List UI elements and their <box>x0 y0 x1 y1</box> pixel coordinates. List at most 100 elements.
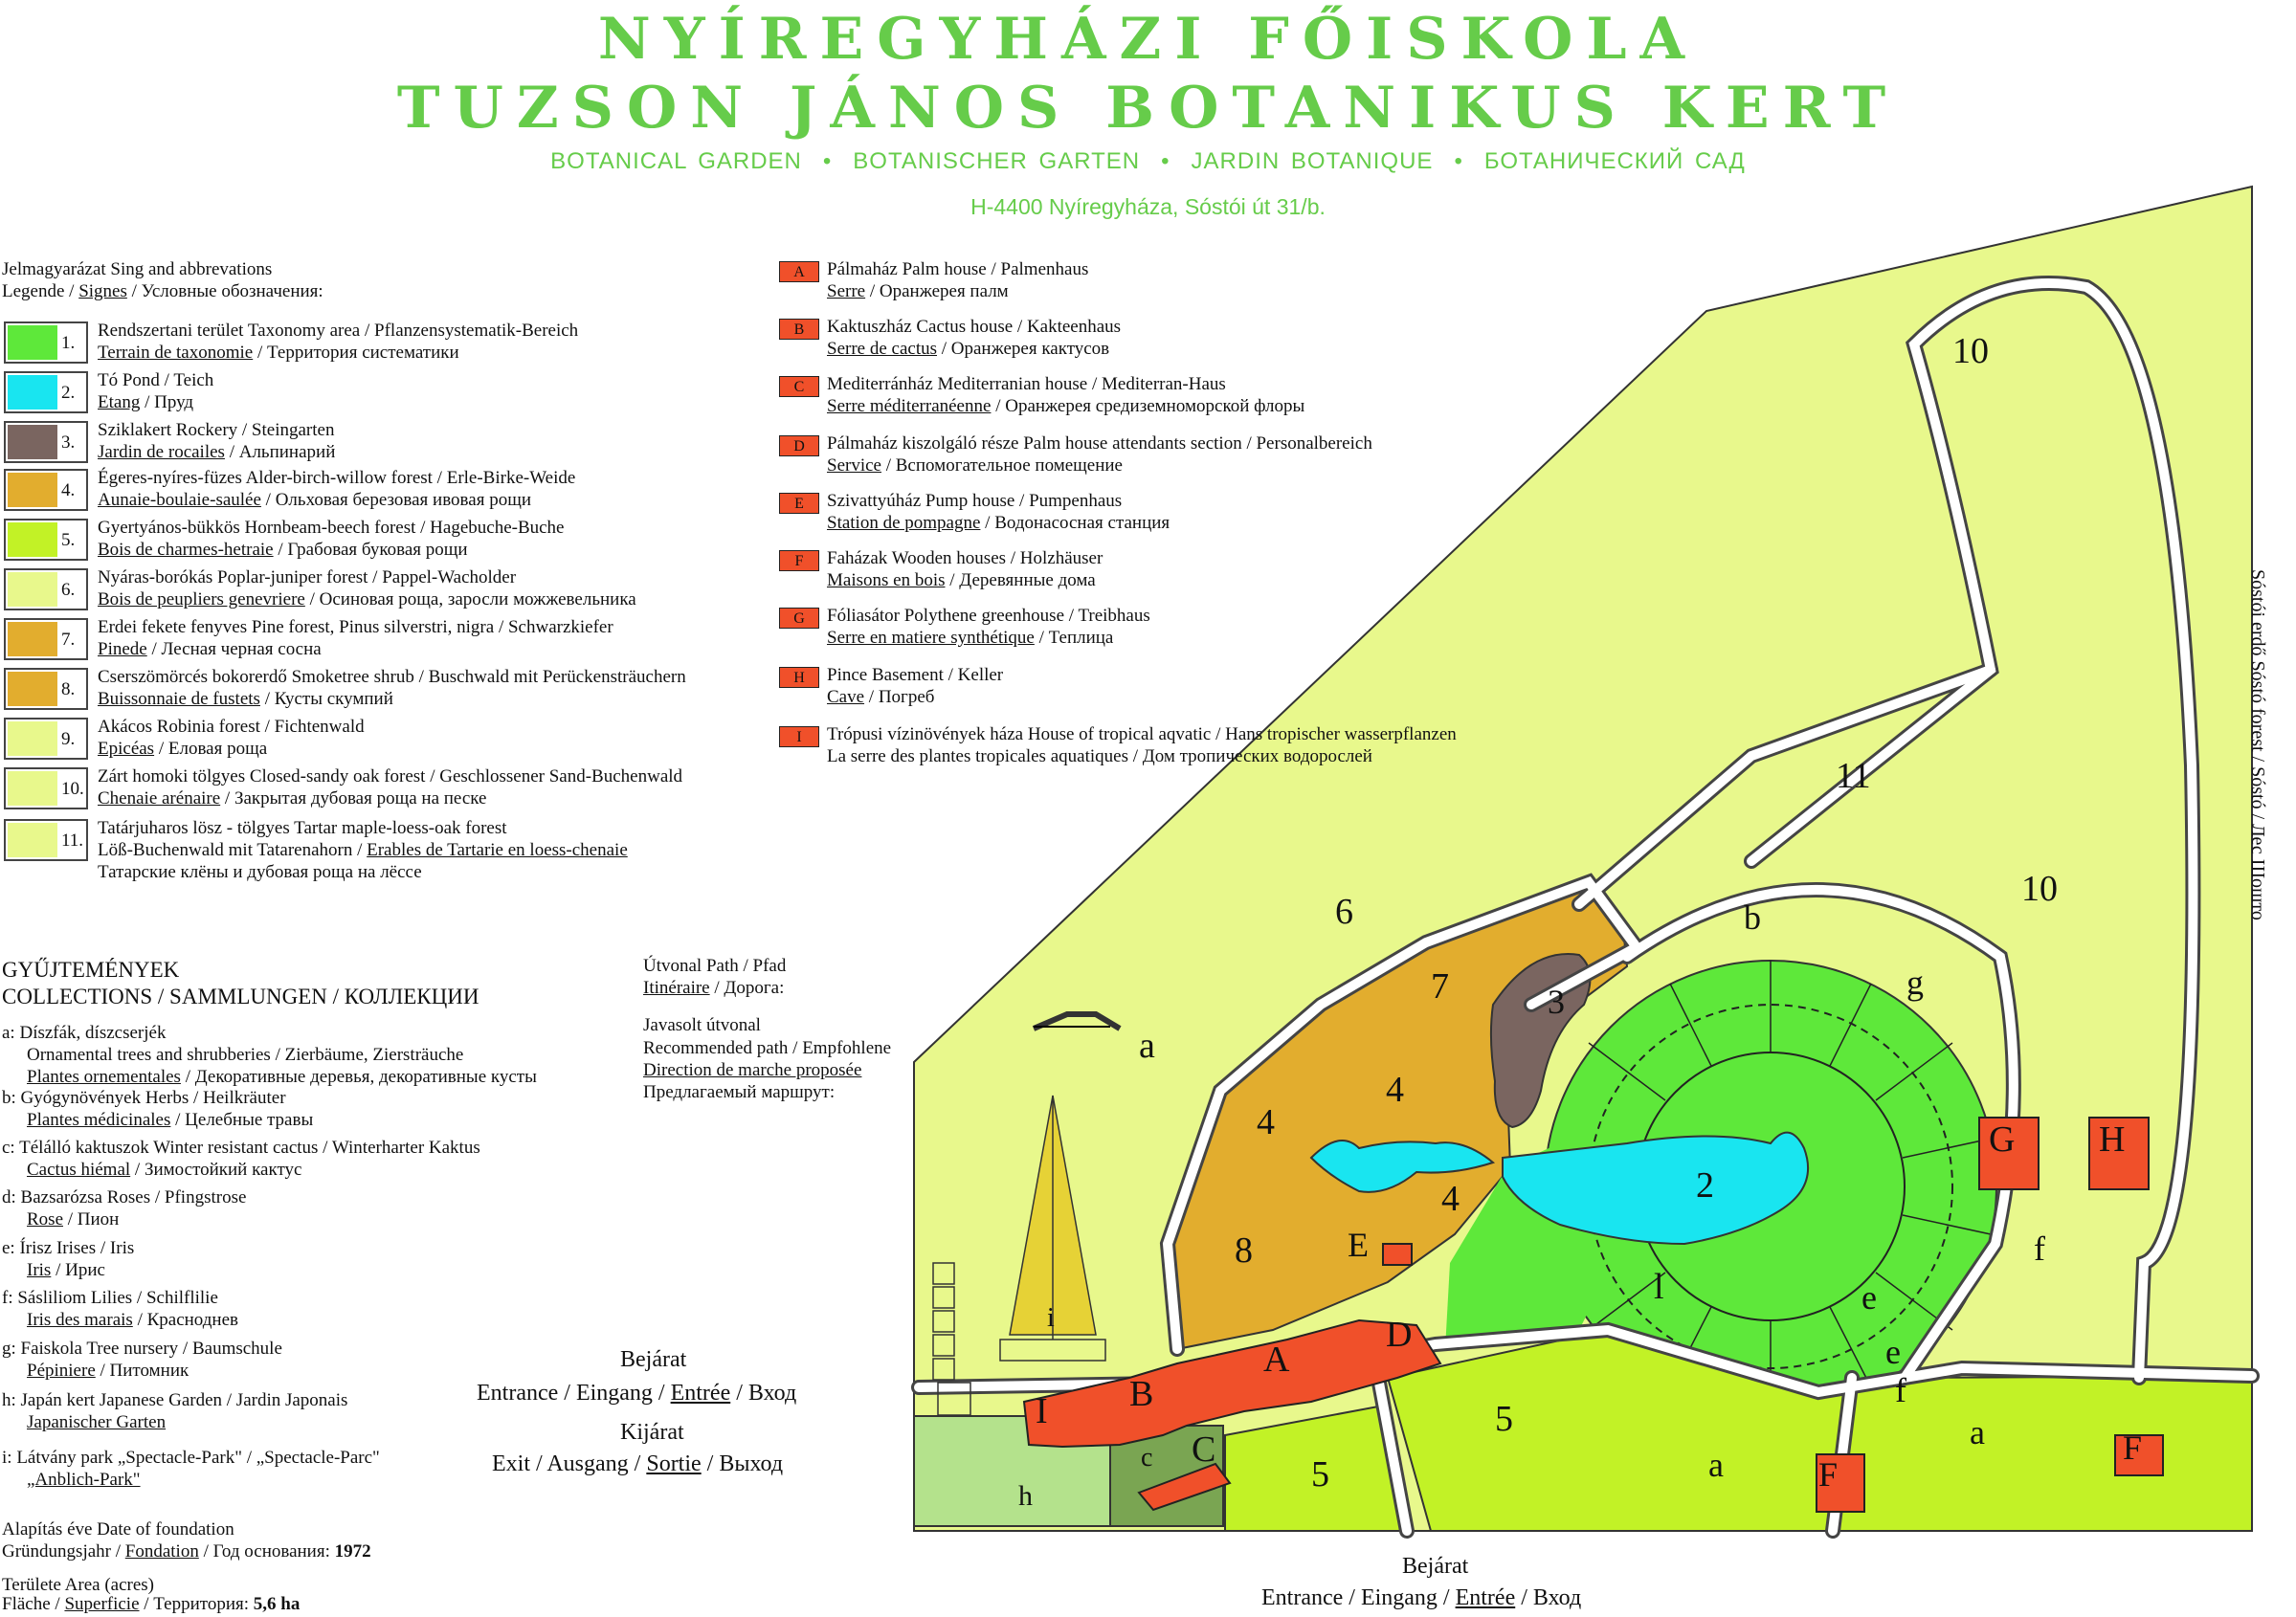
legend-text: Égeres-nyíres-füzes Alder-birch-willow f… <box>98 467 575 511</box>
collection-text-1: Japán kert Japanese Garden / Jardin Japo… <box>20 1390 348 1410</box>
map-label-11: 11 <box>1836 756 1871 796</box>
collection-code: d: <box>2 1187 16 1207</box>
legend-color <box>8 672 57 706</box>
collection-text-2: Ornamental trees and shrubberies / Zierb… <box>27 1045 464 1065</box>
legend-number: 6. <box>61 580 76 600</box>
map-label-5a: 5 <box>1495 1399 1513 1439</box>
legend-text: Tó Pond / Teich Etang / Пруд <box>98 369 213 413</box>
building-text-1: Faházak Wooden houses / Holzhäuser <box>827 548 1103 568</box>
building-code: B <box>779 319 819 340</box>
collection-item: h: Japán kert Japanese Garden / Jardin J… <box>2 1389 347 1433</box>
collection-text-2: Pépiniere / Питомник <box>2 1360 282 1382</box>
collection-code: i: <box>2 1448 12 1468</box>
zone-rockery <box>1489 953 1592 1129</box>
collection-text-1: Írisz Irises / Iris <box>19 1238 135 1258</box>
building-text-1: Kaktuszház Cactus house / Kakteenhaus <box>827 317 1122 337</box>
legend-text-2u: Etang <box>98 392 141 412</box>
subtitle-sep: • <box>1454 148 1463 174</box>
collection-item: c: Télálló kaktuszok Winter resistant ca… <box>2 1137 480 1181</box>
path-legend-4: Recommended path / Empfohlene <box>643 1038 892 1058</box>
building-text-2t: / Теплица <box>1034 628 1114 648</box>
building-label-f1: F <box>1818 1455 1839 1494</box>
legend-swatch: 4. <box>4 469 88 511</box>
map-label-2: 2 <box>1696 1165 1714 1206</box>
collection-text-2t: / Целебные травы <box>170 1110 314 1130</box>
legend-title-1: Jelmagyarázat Sing and abbrevations <box>2 259 273 279</box>
legend-swatch: 10. <box>4 767 88 809</box>
subtitle-de: BOTANISCHER GARTEN <box>853 148 1141 174</box>
building-text-1: Trópusi vízinövények háza House of tropi… <box>827 724 1457 744</box>
collection-text-3u: Plantes ornementales <box>27 1067 181 1087</box>
building-label-a: A <box>1263 1340 1290 1380</box>
building-f1 <box>1816 1453 1865 1513</box>
legend-color <box>8 572 57 607</box>
building-text: Mediterránház Mediterranian house / Medi… <box>827 373 1304 417</box>
legend-text-2u: Chenaie arénaire <box>98 788 221 808</box>
legend-number: 1. <box>61 333 76 353</box>
legend-title-2b: Signes <box>78 281 127 301</box>
entrance-left-title: Bejárat <box>620 1347 687 1372</box>
legend-color <box>8 823 57 857</box>
legend-text-2: / Ольховая березовая ивовая рощи <box>260 490 531 510</box>
entrance-bottom-title: Bejárat <box>1402 1554 1469 1579</box>
collections-title-2: COLLECTIONS / SAMMLUNGEN / КОЛЛЕКЦИИ <box>2 985 479 1008</box>
building-text-2t: / Оранжерея палм <box>865 281 1009 301</box>
legend-text-2-line: Buissonnaie de fustets / Кусты скумпий <box>98 688 686 710</box>
building-text-2: Serre de cactus / Оранжерея кактусов <box>827 338 1121 360</box>
building-label-b: B <box>1129 1374 1154 1414</box>
entrance-left-line: Entrance / Eingang / Entrée / Вход <box>477 1380 796 1407</box>
building-text-2u: Cave <box>827 687 865 707</box>
map-label-f2: f <box>1895 1371 1906 1409</box>
legend-text-2a: Löß-Buchenwald mit Tatarenahorn / <box>98 840 368 860</box>
building-complex <box>1022 1318 1442 1449</box>
entrance-bottom-a: Entrance / Eingang / <box>1261 1585 1456 1610</box>
legend-text-3: Татарские клёны и дубовая роща на лёссе <box>98 862 422 882</box>
legend-number: 10. <box>61 779 84 799</box>
collection-code: b: <box>2 1088 16 1108</box>
building-text-1: Mediterránház Mediterranian house / Medi… <box>827 374 1226 394</box>
building-text-1: Pálmaház Palm house / Palmenhaus <box>827 259 1089 279</box>
legend-swatch: 1. <box>4 321 88 364</box>
path-symbol <box>1032 1011 1122 1031</box>
legend-title-2a: Legende / <box>2 281 79 301</box>
collection-code: c: <box>2 1138 15 1158</box>
collection-text-2u: Plantes médicinales <box>27 1110 171 1130</box>
legend-color <box>8 771 57 806</box>
legend-text-2-line: Terrain de taxonomie / Территория систем… <box>98 342 578 364</box>
legend-text-1: Erdei fekete fenyves Pine forest, Pinus … <box>98 617 613 637</box>
map-label-a3: a <box>1708 1446 1724 1484</box>
path-legend-2u: Itinéraire <box>643 978 710 998</box>
building-text-1: Pálmaház kiszolgáló része Palm house att… <box>827 433 1372 454</box>
building-label-d: D <box>1386 1315 1413 1355</box>
legend-text-2u: Bois de peupliers genevriere <box>98 589 305 609</box>
building-code: F <box>779 550 819 571</box>
legend-text-1: Rendszertani terület Taxonomy area / Pfl… <box>98 321 579 341</box>
collection-text-2: Iris des marais / Красноднев <box>2 1309 238 1331</box>
entrance-left-b: / Вход <box>730 1381 797 1406</box>
legend-text-1: Égeres-nyíres-füzes Alder-birch-willow f… <box>98 468 576 488</box>
address: H-4400 Nyíregyháza, Sóstói út 31/b. <box>970 194 1326 219</box>
legend-text-1: Zárt homoki tölgyes Closed-sandy oak for… <box>98 766 683 786</box>
collection-code: g: <box>2 1339 16 1359</box>
building-label-i: I <box>1036 1391 1048 1431</box>
area-2b: / Территория: <box>139 1594 254 1614</box>
collection-text-2: „Anblich-Park" <box>2 1469 380 1491</box>
legend-swatch: 3. <box>4 421 88 463</box>
legend-title-2: Legende / Signes / Условные обозначения: <box>2 280 323 302</box>
collection-text-3: Plantes ornementales / Декоративные дере… <box>2 1066 537 1088</box>
collection-item: i: Látvány park „Spectacle-Park" / „Spec… <box>2 1447 380 1491</box>
foundation-2a: Gründungsjahr / <box>2 1541 125 1562</box>
exit-left-a: Exit / Ausgang / <box>492 1451 647 1476</box>
foundation-year: 1972 <box>334 1541 371 1562</box>
collection-code: h: <box>2 1390 16 1410</box>
building-text-2t: / Погреб <box>864 687 935 707</box>
legend-text-1: Sziklakert Rockery / Steingarten <box>98 420 335 440</box>
collection-text-2u: Japanischer Garten <box>27 1412 167 1432</box>
map-label-6: 6 <box>1335 892 1353 932</box>
building-text-2: Cave / Погреб <box>827 686 1003 708</box>
building-text-2: Serre méditerranéenne / Оранжерея средиз… <box>827 395 1304 417</box>
